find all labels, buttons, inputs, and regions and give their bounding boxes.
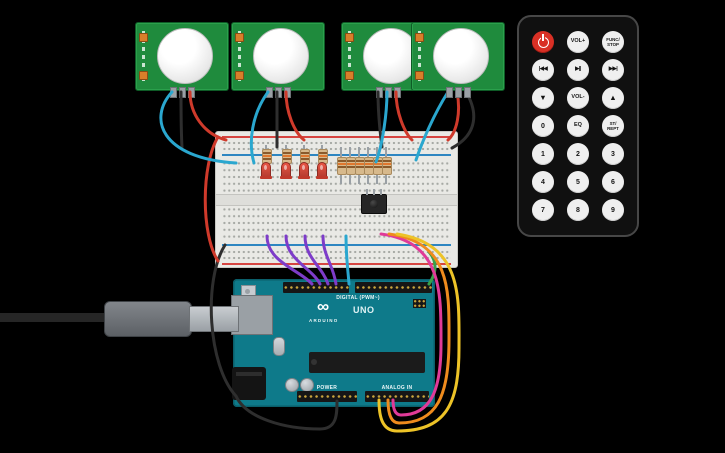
pir-sensor-1[interactable] <box>135 22 229 98</box>
digit-8-button[interactable]: 8 <box>567 199 589 221</box>
pir-sensor-4[interactable] <box>411 22 505 98</box>
resistor[interactable] <box>364 147 374 184</box>
pir-lens-dome <box>363 28 419 84</box>
negative-rail-line-bottom <box>222 244 451 246</box>
digit-5-button[interactable]: 5 <box>567 171 589 193</box>
trimmer-pot <box>345 71 354 80</box>
red-led[interactable] <box>298 162 310 179</box>
pir-pin[interactable] <box>446 87 453 98</box>
play-pause-button[interactable]: ▶|| <box>567 59 589 81</box>
usb-plug-metal-tip <box>189 306 239 332</box>
trimmer-pot <box>415 33 424 42</box>
func-stop-button[interactable]: FUNC/ STOP <box>602 31 624 53</box>
ir-receiver-dome <box>370 200 378 208</box>
resistor[interactable] <box>355 147 365 184</box>
ir-receiver[interactable] <box>361 189 387 214</box>
digit-4-button[interactable]: 4 <box>532 171 554 193</box>
trimmer-pot <box>139 33 148 42</box>
prev-button[interactable]: |◀◀ <box>532 59 554 81</box>
resistor[interactable] <box>346 147 356 184</box>
ir-remote[interactable]: VOL+ FUNC/ STOP |◀◀ ▶|| ▶▶| ▼ VOL- ▲ 0 E… <box>517 15 639 237</box>
pir-pin[interactable] <box>188 87 195 98</box>
pir-pin[interactable] <box>464 87 471 98</box>
power-jack[interactable] <box>232 367 266 400</box>
resistor[interactable] <box>382 147 392 184</box>
power-rail-holes-top[interactable] <box>222 140 451 152</box>
up-button[interactable]: ▲ <box>602 87 624 109</box>
silkscreen-text <box>142 31 145 81</box>
digit-0-button[interactable]: 0 <box>532 115 554 137</box>
center-channel <box>216 194 457 206</box>
resistor[interactable] <box>337 147 347 184</box>
pir-pin[interactable] <box>179 87 186 98</box>
arduino-uno-board[interactable]: DIGITAL (PWM~) ∞ ARDUINO UNO POWER ANALO… <box>231 279 435 407</box>
positive-rail-line-bottom <box>222 263 451 265</box>
atmega328-chip[interactable] <box>309 352 425 373</box>
resistor[interactable] <box>373 147 383 184</box>
positive-rail-line-top <box>222 136 451 138</box>
pir-pin[interactable] <box>455 87 462 98</box>
pir-lens-dome <box>157 28 213 84</box>
down-button[interactable]: ▼ <box>532 87 554 109</box>
digit-1-button[interactable]: 1 <box>532 143 554 165</box>
negative-rail-line-top <box>222 154 451 156</box>
digit-7-button[interactable]: 7 <box>532 199 554 221</box>
digit-6-button[interactable]: 6 <box>602 171 624 193</box>
trimmer-pot <box>235 71 244 80</box>
silkscreen-text <box>418 31 421 81</box>
usb-cable[interactable] <box>0 313 114 322</box>
power-icon <box>537 36 549 48</box>
pir-sensor-2[interactable] <box>231 22 325 98</box>
digital-header-left[interactable] <box>283 282 349 293</box>
next-button[interactable]: ▶▶| <box>602 59 624 81</box>
pir-pin[interactable] <box>394 87 401 98</box>
ir-receiver-leg <box>366 189 368 195</box>
pir-lens-dome <box>433 28 489 84</box>
silkscreen-text <box>238 31 241 81</box>
usb-plug-body[interactable] <box>104 301 192 337</box>
trimmer-pot <box>235 33 244 42</box>
digit-2-button[interactable]: 2 <box>567 143 589 165</box>
trimmer-pot <box>139 71 148 80</box>
wire-gnd-pir1[interactable] <box>179 90 184 149</box>
icsp-header[interactable] <box>413 299 426 308</box>
digit-3-button[interactable]: 3 <box>602 143 624 165</box>
trimmer-pot <box>345 33 354 42</box>
power-header[interactable] <box>297 391 357 402</box>
red-led[interactable] <box>280 162 292 179</box>
pir-pin[interactable] <box>376 87 383 98</box>
power-rail-holes-bottom[interactable] <box>222 249 451 261</box>
red-led[interactable] <box>260 162 272 179</box>
resistor-body <box>382 157 392 175</box>
silkscreen-text <box>348 31 351 81</box>
pir-pin[interactable] <box>275 87 282 98</box>
eq-button[interactable]: EQ <box>567 115 589 137</box>
red-led[interactable] <box>316 162 328 179</box>
digit-9-button[interactable]: 9 <box>602 199 624 221</box>
digital-header-right[interactable] <box>355 282 432 293</box>
terminal-holes-bottom-bank[interactable] <box>222 206 451 240</box>
vol-up-button[interactable]: VOL+ <box>567 31 589 53</box>
arduino-brand-text: ARDUINO <box>309 318 339 323</box>
pir-pin[interactable] <box>385 87 392 98</box>
crystal-oscillator <box>273 337 285 356</box>
digital-pins-label: DIGITAL (PWM~) <box>336 295 380 301</box>
trimmer-pot <box>415 71 424 80</box>
pir-pin[interactable] <box>266 87 273 98</box>
analog-header[interactable] <box>365 391 429 402</box>
board-model-text: UNO <box>353 305 375 315</box>
arduino-logo: ∞ <box>317 297 330 316</box>
pir-pin[interactable] <box>284 87 291 98</box>
pir-pin[interactable] <box>170 87 177 98</box>
st-rept-button[interactable]: ST/ REPT <box>602 115 624 137</box>
ir-receiver-leg <box>373 189 375 195</box>
pir-lens-dome <box>253 28 309 84</box>
ir-receiver-leg <box>380 189 382 195</box>
power-button[interactable] <box>532 31 554 53</box>
vol-down-button[interactable]: VOL- <box>567 87 589 109</box>
